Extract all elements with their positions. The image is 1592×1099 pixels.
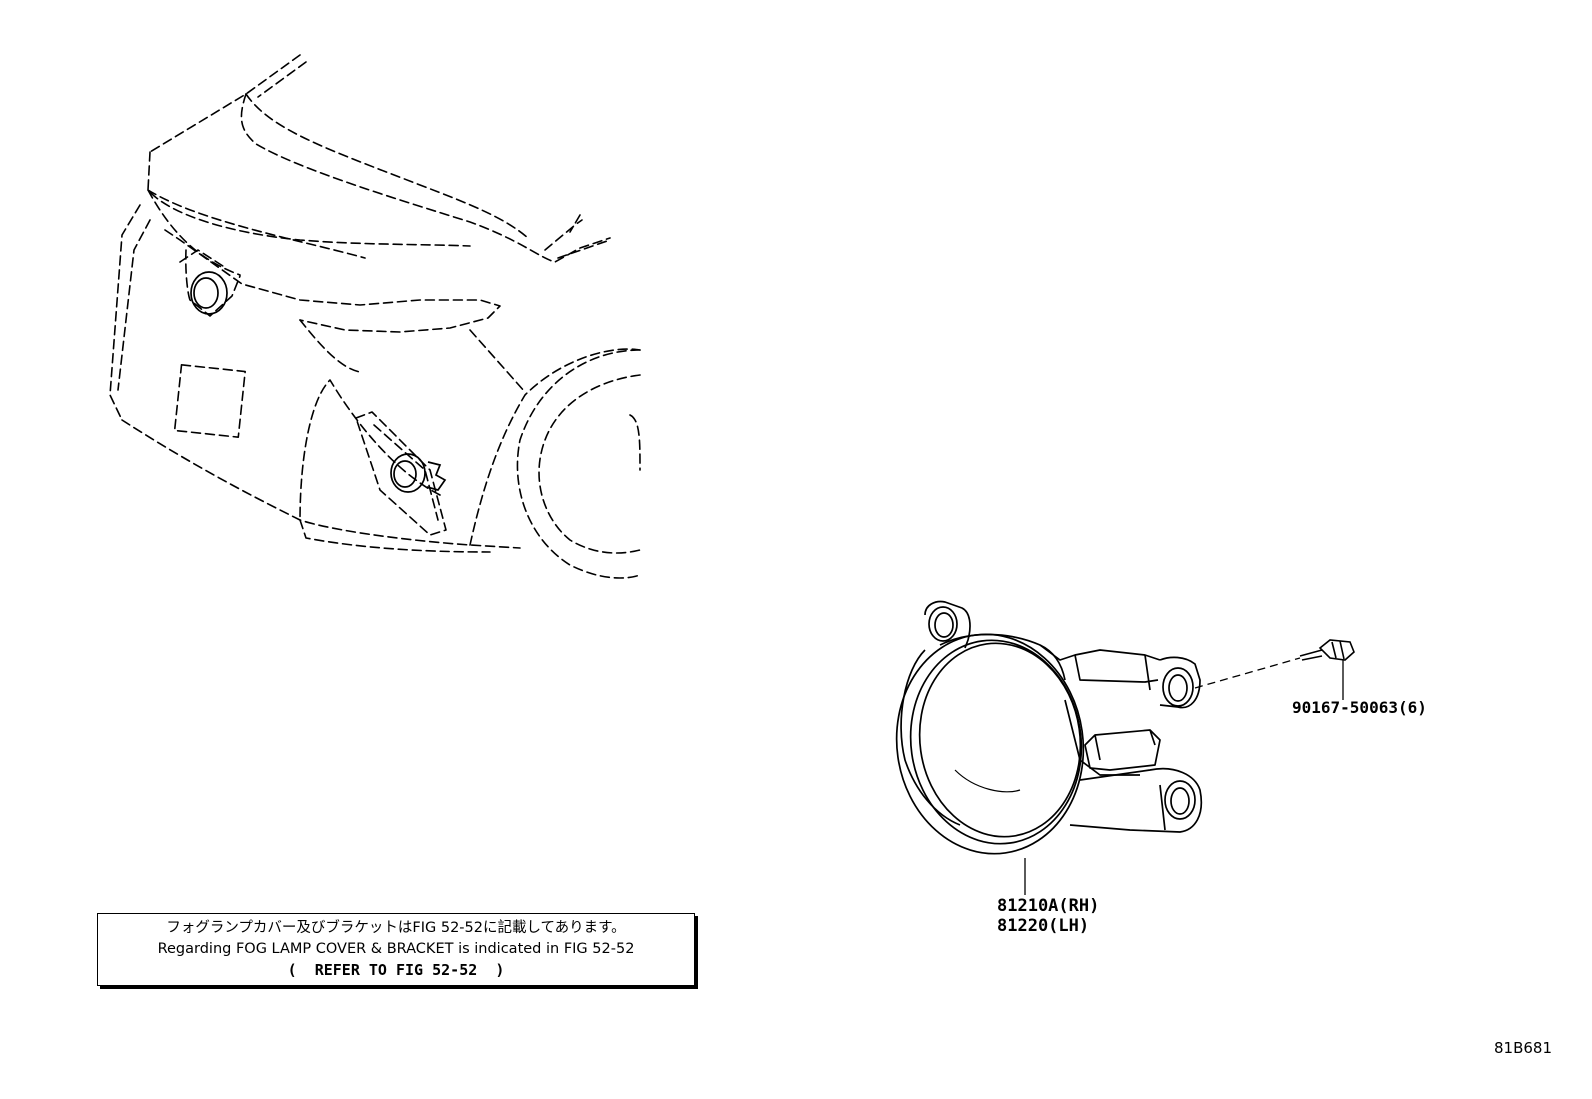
bolt-drawing	[1299, 639, 1355, 661]
bolt-part-number[interactable]: 90167-50063(6)	[1292, 698, 1427, 717]
vehicle-fog-lamp-location	[190, 271, 447, 493]
reference-note-box: フォグランプカバー及びブラケットはFIG 52-52に記載してあります。 Reg…	[97, 913, 695, 986]
leader-lines	[1024, 657, 1344, 895]
fog-lamp-lh-part-number[interactable]: 81220(LH)	[997, 916, 1090, 936]
fog-lamp-rh-part-number[interactable]: 81210A(RH)	[997, 896, 1100, 916]
fog-lamp-drawing	[895, 600, 1203, 855]
note-refer-link[interactable]: ( REFER TO FIG 52-52 )	[287, 961, 505, 979]
note-english: Regarding FOG LAMP COVER & BRACKET is in…	[157, 941, 635, 957]
note-japanese: フォグランプカバー及びブラケットはFIG 52-52に記載してあります。	[166, 920, 626, 936]
fog-lamp-part-numbers: 81210A(RH) 81220(LH)	[997, 896, 1099, 936]
vehicle-front-outline	[109, 54, 641, 579]
diagram-code: 81B681	[1493, 1039, 1552, 1057]
